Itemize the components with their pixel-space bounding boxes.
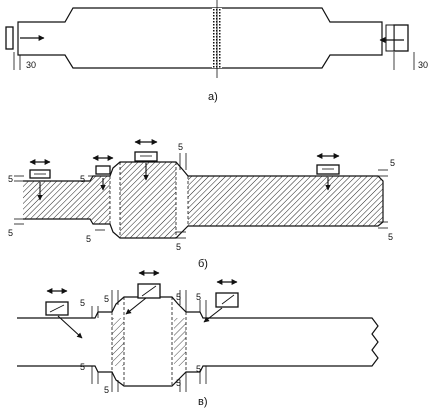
- probe-icon: [95, 165, 111, 175]
- dim-5: 5: [80, 174, 85, 184]
- dim-5: 5: [176, 378, 181, 388]
- shaft-c-outline: [17, 296, 379, 387]
- probe-icon: [393, 24, 409, 52]
- dim-30-right: 30: [418, 60, 428, 70]
- beam-arrow-icon: [125, 297, 147, 315]
- dim-5: 5: [104, 294, 109, 304]
- weld-zone-right: [174, 318, 186, 366]
- dim-5: 5: [8, 228, 13, 238]
- panel-c: 5 5 5 5 5 5 5 5 в): [17, 270, 379, 408]
- shaft-a: [17, 7, 383, 69]
- weld-zone-left: [112, 318, 124, 366]
- beam-arrow-icon: [57, 315, 83, 339]
- dim-5: 5: [104, 385, 109, 395]
- caption-b: б): [198, 258, 208, 270]
- beam-arrow-icon: [203, 307, 223, 323]
- panel-b: 5 5 5 5 5 5 5 5 б): [8, 139, 395, 270]
- dim-5: 5: [388, 232, 393, 242]
- dim-5: 5: [390, 158, 395, 168]
- probe-icon: [5, 26, 14, 50]
- caption-c: в): [198, 396, 208, 408]
- panel-a: 30 30 а): [5, 0, 428, 103]
- dim-5: 5: [80, 298, 85, 308]
- caption-a: а): [208, 91, 218, 103]
- dim-5: 5: [196, 292, 201, 302]
- dim-5: 5: [176, 292, 181, 302]
- probe-icon: [316, 164, 340, 175]
- dim-5: 5: [86, 234, 91, 244]
- dim-5: 5: [196, 364, 201, 374]
- dim-5: 5: [8, 174, 13, 184]
- dim-5: 5: [178, 142, 183, 152]
- dim-5: 5: [80, 362, 85, 372]
- probe-icon: [134, 151, 158, 162]
- dim-30-left: 30: [26, 60, 36, 70]
- dim-5: 5: [176, 242, 181, 252]
